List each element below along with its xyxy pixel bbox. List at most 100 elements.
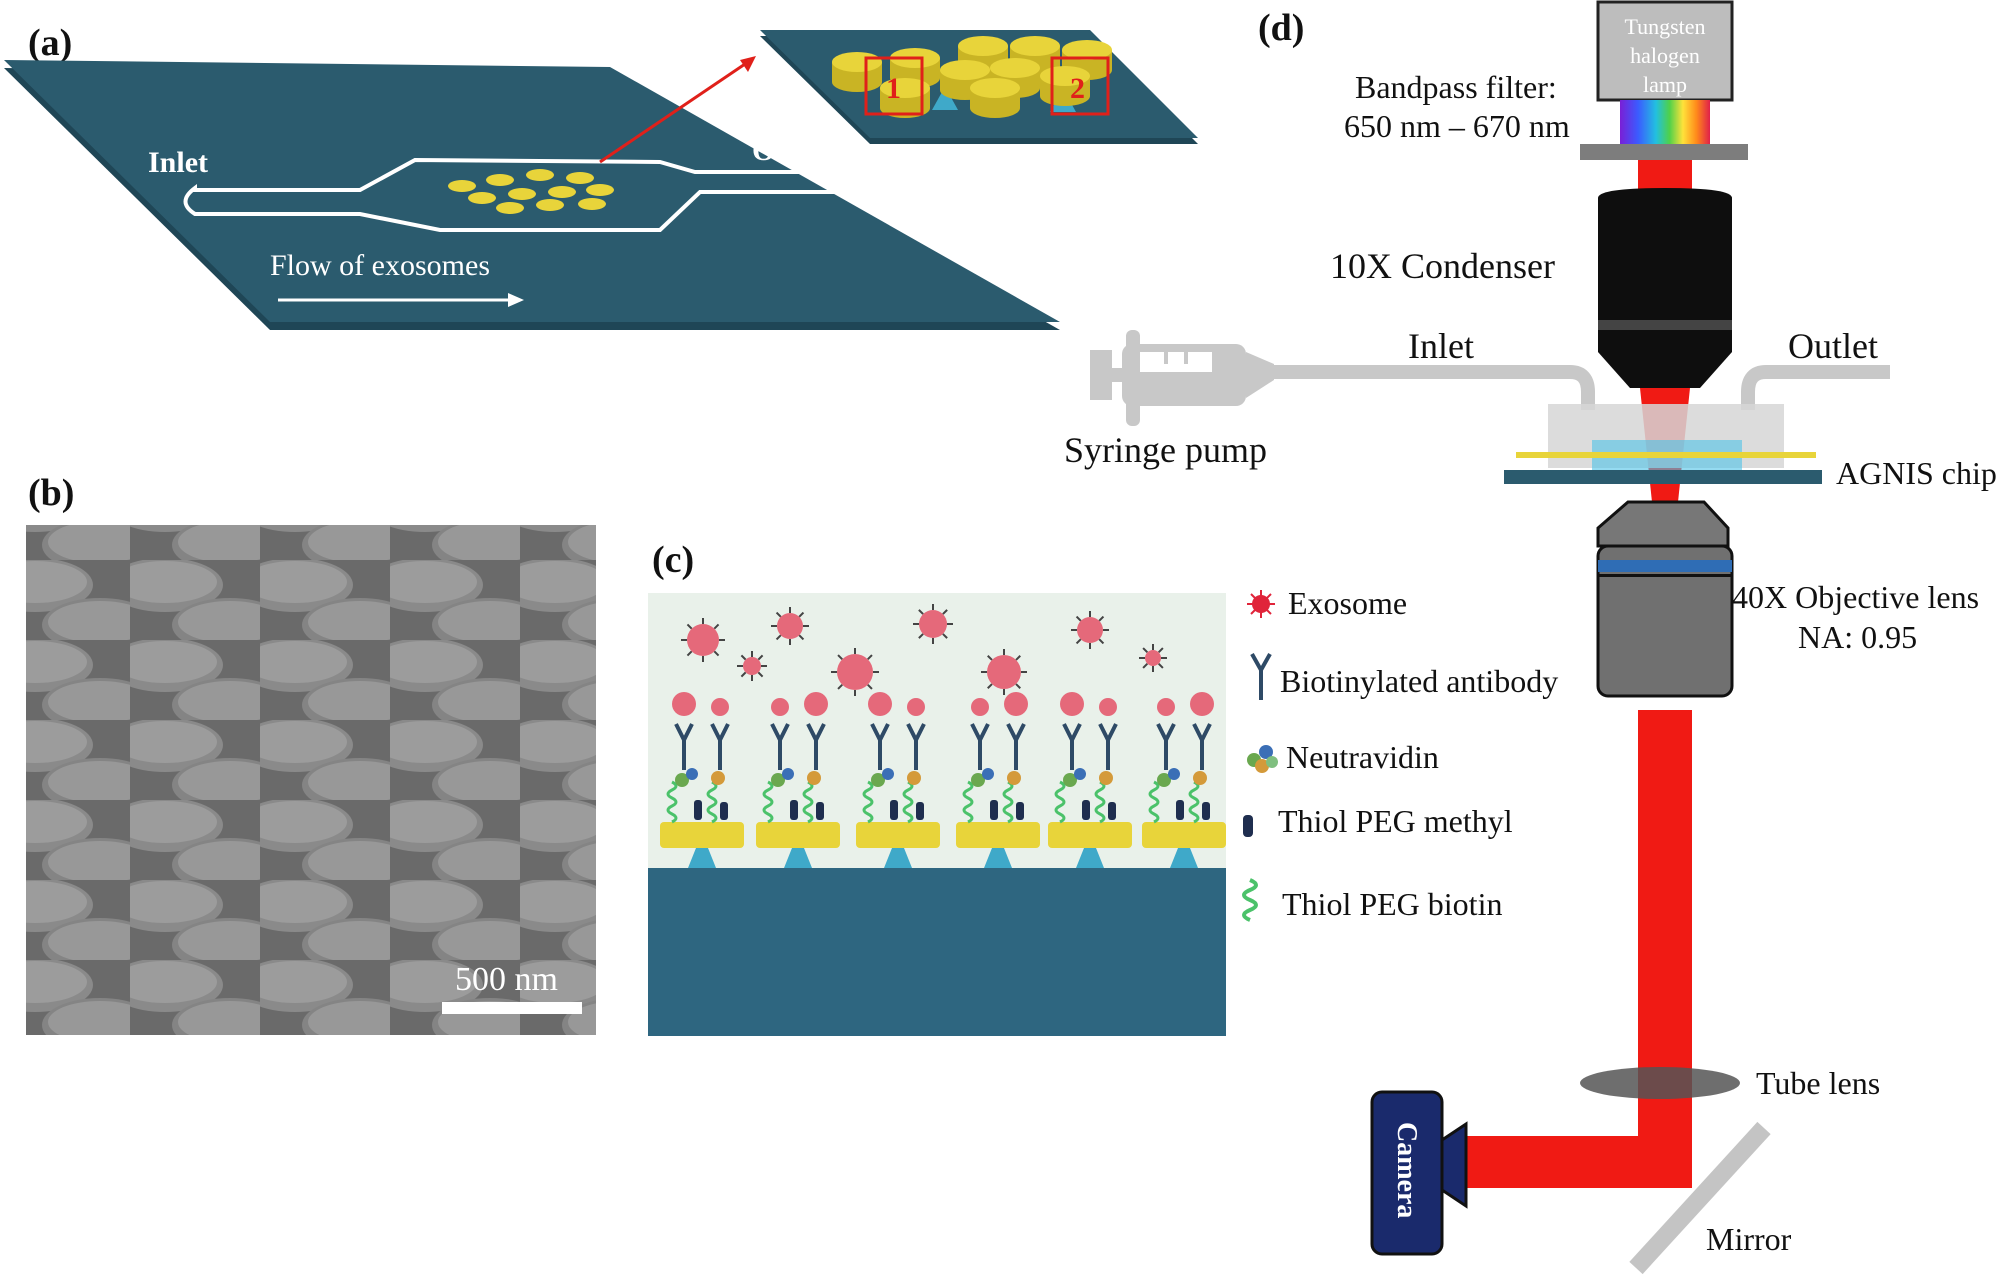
outlet-tubing: [1741, 365, 1890, 410]
nanodisk: [1048, 822, 1132, 848]
legend-peg-biotin: Thiol PEG biotin: [1282, 886, 1502, 922]
microfluidic-channel: [183, 157, 875, 232]
exosome: [1071, 611, 1109, 649]
pillar: [1076, 848, 1104, 868]
legend-peg-biotin-icon: [1242, 878, 1258, 922]
exosome-spike: [867, 654, 873, 660]
bound-exosome: [804, 692, 828, 716]
legend-antibody-icon: [1250, 653, 1272, 700]
bound-exosome: [1099, 698, 1117, 716]
neutravidin: [871, 773, 885, 787]
exosome-body: [687, 624, 719, 656]
zoom-arrowhead: [740, 56, 756, 72]
sem-image: [26, 525, 596, 1035]
bound-exosome: [711, 698, 729, 716]
antibody: [1098, 723, 1118, 770]
peg-biotin: [706, 780, 718, 824]
exosome-body: [837, 654, 873, 690]
lamp-housing: [1596, 0, 1734, 102]
exosome-spike: [987, 655, 993, 661]
neutravidin: [971, 773, 985, 787]
beam-to-camera: [1460, 1136, 1692, 1188]
exosome-spike: [1075, 638, 1082, 645]
objective-band: [1598, 560, 1732, 572]
neutravidin: [1193, 771, 1207, 785]
objective-body: [1596, 544, 1734, 698]
outlet-label-d: Outlet: [1788, 326, 1878, 366]
exosome-body: [1077, 617, 1103, 643]
antibody: [674, 723, 694, 770]
legend-exosome: Exosome: [1288, 585, 1407, 621]
peg-methyl: [694, 800, 702, 820]
neutravidin: [1157, 773, 1171, 787]
neutravidin: [771, 773, 785, 787]
panel-b: (b) 500 nm: [26, 472, 596, 1035]
lamp-label-3: lamp: [1643, 72, 1687, 97]
neutravidin: [907, 771, 921, 785]
inlet-label-a: Inlet: [148, 146, 208, 179]
peg-methyl: [1108, 802, 1116, 820]
pillar: [984, 848, 1012, 868]
objective-line: [1598, 574, 1732, 577]
zoom-box-2: [1050, 56, 1110, 116]
lamp-label-2: halogen: [1630, 43, 1700, 68]
exosome-spike: [1098, 638, 1105, 645]
nanodisk-unit: [1142, 692, 1226, 868]
antibody: [906, 723, 926, 770]
antibody: [710, 723, 730, 770]
exosome-spike: [686, 623, 693, 630]
panel-b-letter: (b): [28, 472, 74, 514]
exosome-spike: [918, 633, 924, 639]
exosome-spike: [1157, 662, 1164, 669]
objective-tip: [1596, 500, 1730, 548]
peg-methyl: [990, 800, 998, 820]
exosome: [913, 604, 953, 644]
nanodisk-cluster-zoom: [832, 36, 1112, 118]
condenser: [1598, 188, 1732, 388]
neutravidin: [882, 768, 894, 780]
objective-label-1: 40X Objective lens: [1732, 579, 1979, 615]
exosome: [1139, 644, 1167, 672]
bound-exosome: [771, 698, 789, 716]
panel-c: (c) Exosome Biotinylated antibody Neutra…: [648, 539, 1558, 1036]
antibody: [770, 723, 790, 770]
peg-methyl: [1082, 800, 1090, 820]
peg-biotin: [802, 780, 814, 824]
peg-methyl: [720, 802, 728, 820]
exosome-spike: [1075, 615, 1082, 622]
exosome-spike: [1142, 647, 1149, 654]
legend-neutravidin: Neutravidin: [1286, 739, 1439, 775]
exosome-spike: [837, 684, 843, 690]
bound-exosome: [971, 698, 989, 716]
peg-biotin: [862, 780, 874, 824]
filter-label-2: 650 nm – 670 nm: [1344, 108, 1570, 144]
camera-port: [1440, 1121, 1468, 1209]
objective-label-2: NA: 0.95: [1798, 619, 1917, 655]
legend-peg-methyl-icon: [1243, 815, 1253, 837]
flow-arrowhead: [508, 293, 524, 307]
substrate-region: [648, 868, 1226, 1036]
nanodisk: [856, 822, 940, 848]
nanodisk: [756, 822, 840, 848]
exosome-spike: [987, 683, 993, 689]
neutravidin: [1063, 773, 1077, 787]
exosome-body: [743, 657, 761, 675]
condenser-label: 10X Condenser: [1330, 246, 1555, 286]
exosome-spike: [740, 671, 747, 678]
pillar: [784, 848, 812, 868]
free-exosomes: [681, 604, 1167, 696]
agnis-chip: [1504, 470, 1822, 484]
antibody: [970, 723, 990, 770]
exosome-spike: [1015, 683, 1021, 689]
exosome-spike: [867, 684, 873, 690]
neutravidin: [1099, 771, 1113, 785]
exosome-spike: [775, 611, 782, 618]
bound-exosome: [672, 692, 696, 716]
scale-bar: [442, 1002, 582, 1014]
exosome-body: [1145, 650, 1161, 666]
exosome: [681, 618, 725, 662]
exosome-spike: [740, 654, 747, 661]
antibody: [1192, 723, 1212, 770]
antibody: [870, 723, 890, 770]
